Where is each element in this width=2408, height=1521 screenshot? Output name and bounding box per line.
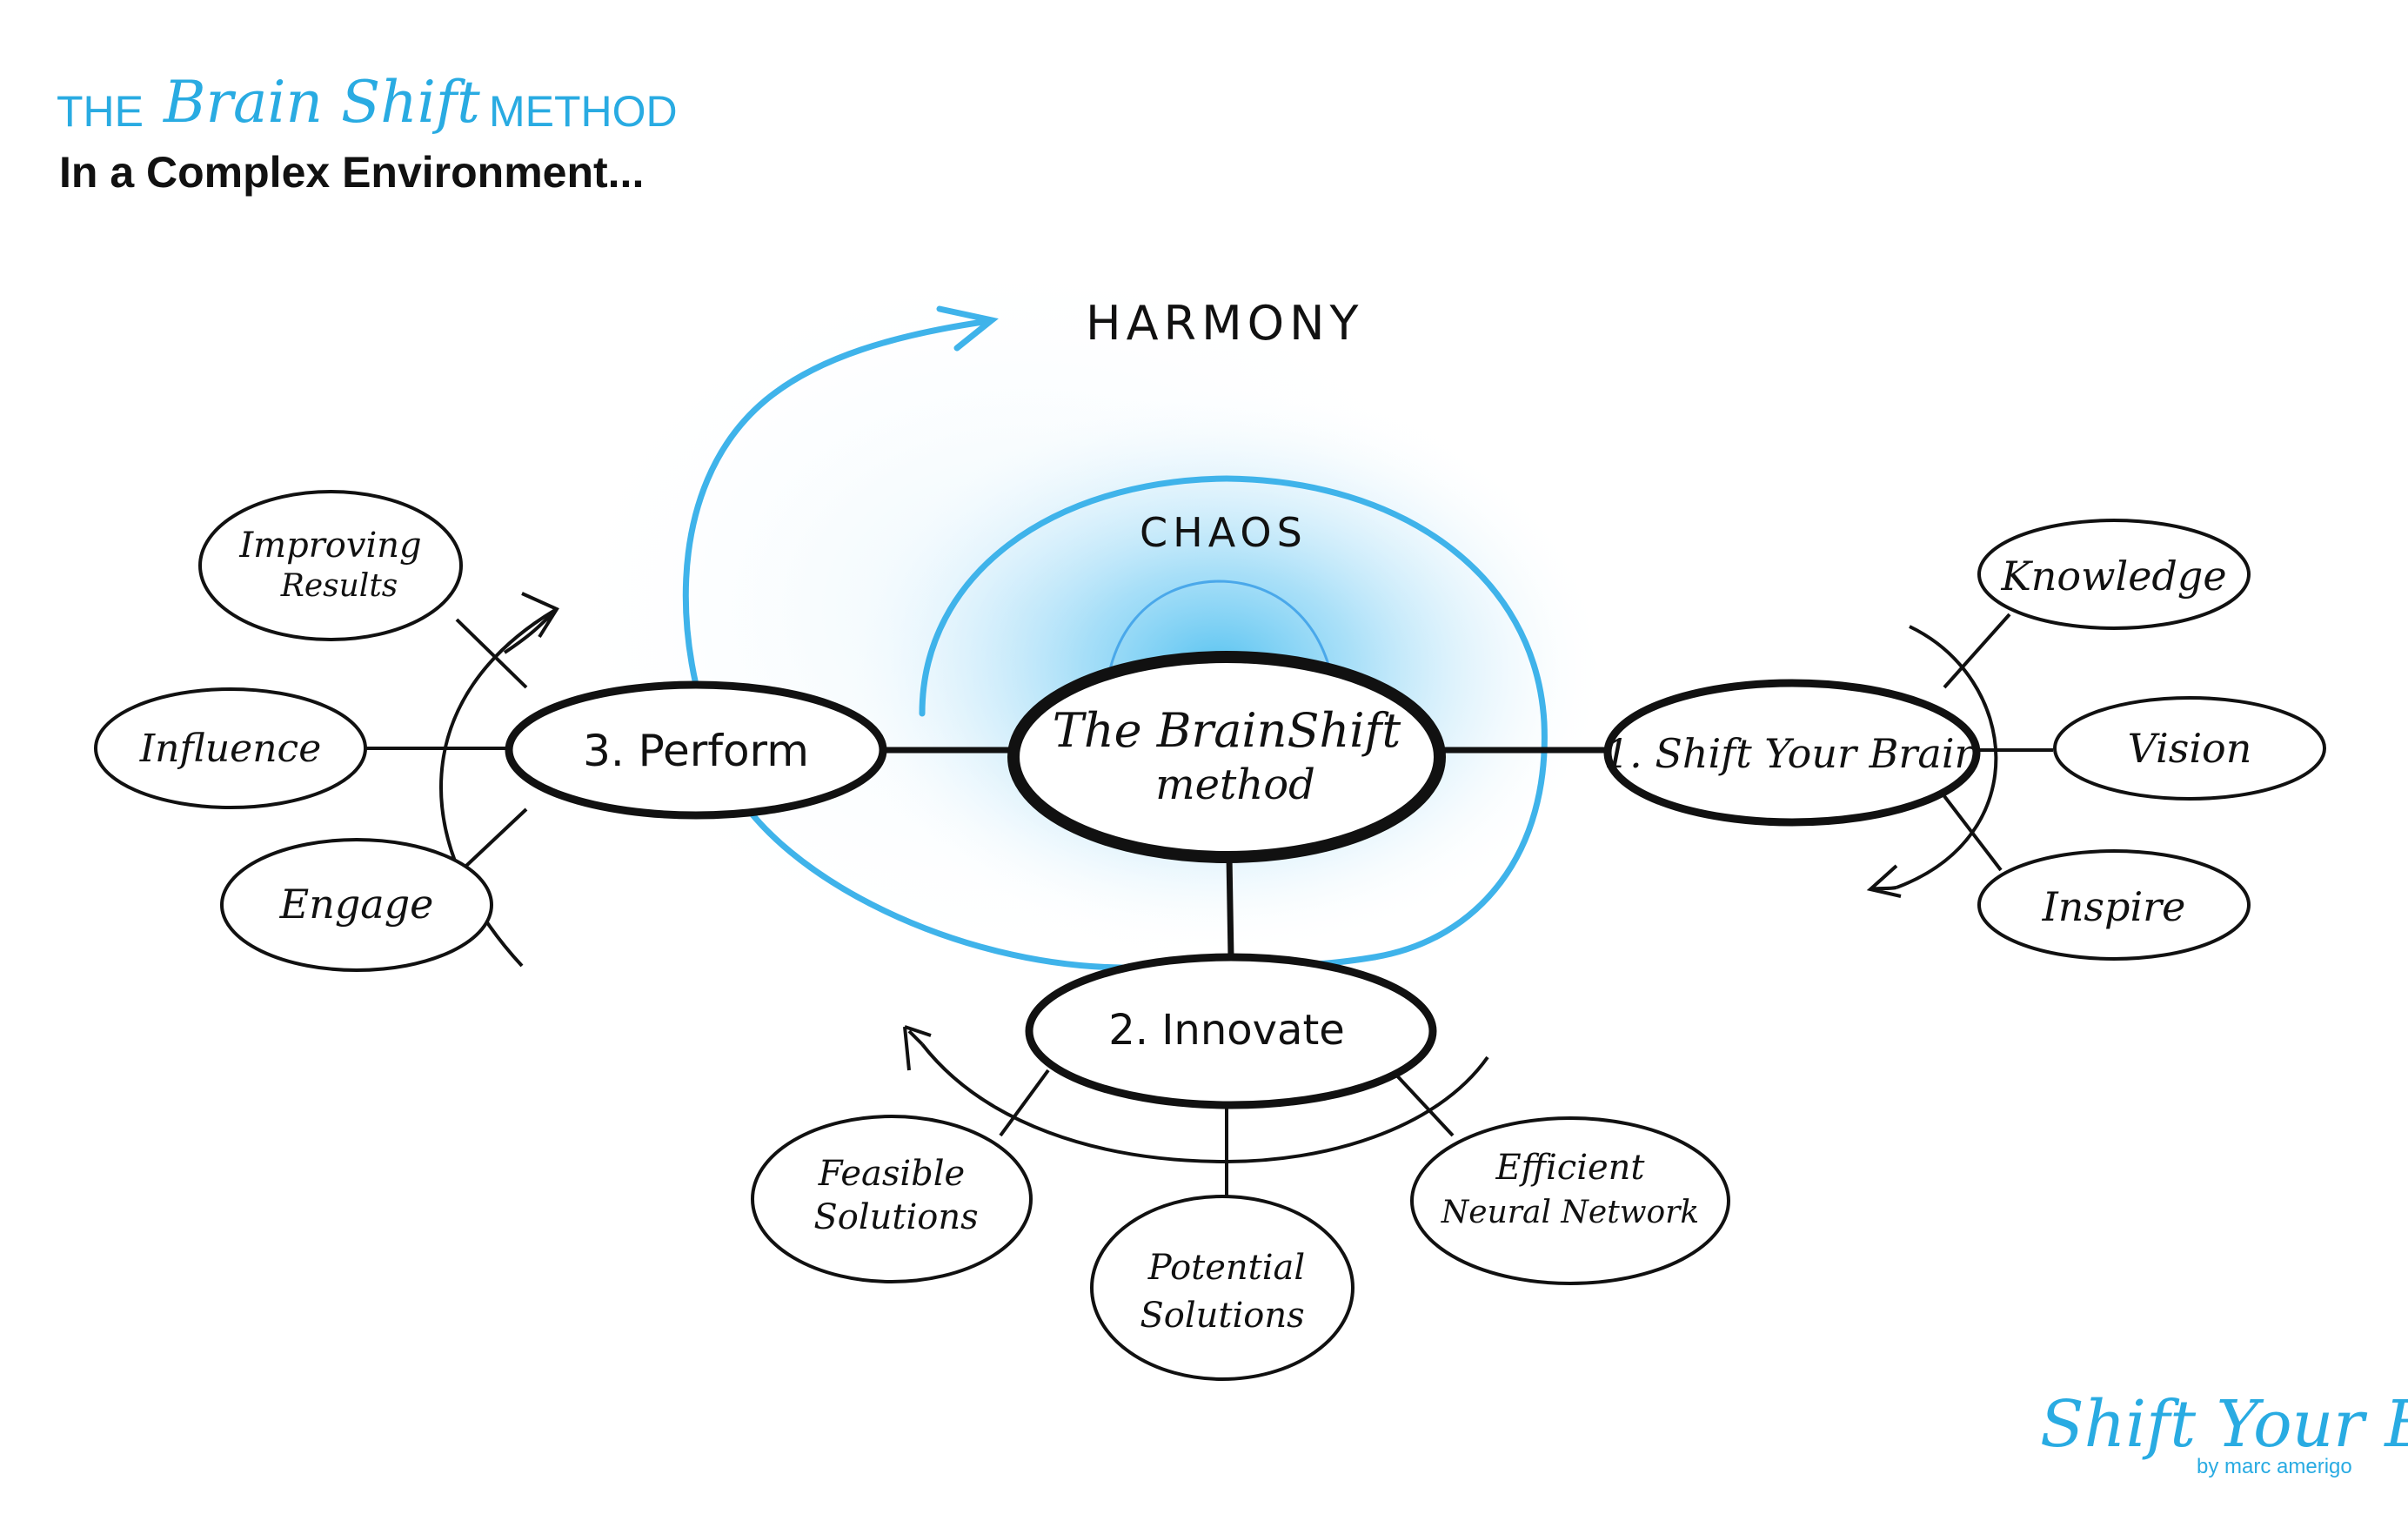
step-innovate[interactable]: 2. Innovate — [1025, 953, 1437, 1109]
step-shift-label: 1. Shift Your Brain — [1604, 730, 1980, 777]
link-innovate-efficient — [1390, 1069, 1455, 1137]
node-improving-line1: Improving — [238, 526, 421, 566]
node-potential-line1: Potential — [1147, 1248, 1305, 1288]
spiral-inner-ring — [1103, 580, 1337, 714]
link-center-innovate — [1226, 856, 1234, 958]
link-shift-inspire — [1943, 794, 2003, 872]
chaos-label: CHAOS — [1140, 509, 1308, 556]
node-feasible-line1: Feasible — [818, 1154, 965, 1194]
innovate-cluster: Feasible Solutions Potential Solutions E… — [751, 953, 1730, 1381]
node-engage[interactable]: Engage — [220, 838, 493, 972]
perform-cluster: Improving Results Influence Engage 3. Pe… — [94, 490, 887, 972]
harmony-label: HARMONY — [1086, 296, 1364, 351]
node-knowledge-label: Knowledge — [2000, 553, 2226, 600]
step-shift-your-brain[interactable]: 1. Shift Your Brain — [1603, 679, 1981, 827]
node-potential-solutions[interactable]: Potential Solutions — [1090, 1195, 1354, 1381]
node-efficient-line2: Neural Network — [1441, 1195, 1699, 1230]
center-node[interactable]: The BrainShift method — [1007, 651, 1446, 863]
node-influence-label: Influence — [139, 727, 321, 771]
node-efficient-neural-network[interactable]: Efficient Neural Network — [1410, 1116, 1730, 1285]
node-engage-label: Engage — [279, 881, 434, 928]
step-innovate-label: 2. Innovate — [1108, 1006, 1345, 1055]
node-improving-line2: Results — [280, 568, 398, 604]
shift-cluster: Knowledge Vision Inspire 1. Shift Your B… — [1603, 519, 2326, 961]
shift-your-brain-logo: Shift Your Brain by marc amerigo — [2040, 1387, 2408, 1478]
title-prefix: THE — [57, 87, 144, 136]
center-line1: The BrainShift — [1053, 703, 1401, 758]
node-inspire-label: Inspire — [2042, 883, 2186, 930]
shift-cycle-arc — [1896, 625, 1998, 889]
step-perform-label: 3. Perform — [583, 726, 809, 776]
innovate-arc-arrowhead — [903, 1025, 932, 1071]
node-vision-label: Vision — [2128, 725, 2252, 772]
node-potential-line2: Solutions — [1140, 1296, 1304, 1336]
spiral-middle-ring — [919, 475, 1548, 961]
link-shift-knowledge — [1943, 613, 2011, 689]
title-suffix: METHOD — [489, 87, 678, 136]
node-knowledge[interactable]: Knowledge — [1977, 519, 2251, 630]
node-feasible-line2: Solutions — [813, 1197, 978, 1237]
node-vision[interactable]: Vision — [2053, 696, 2326, 801]
node-influence[interactable]: Influence — [94, 687, 367, 809]
center-line2: method — [1155, 760, 1315, 809]
logo-byline: by marc amerigo — [2197, 1455, 2352, 1478]
link-innovate-feasible — [999, 1069, 1050, 1137]
node-improving-results[interactable]: Improving Results — [198, 490, 463, 641]
perform-arc-arrowhead — [503, 592, 559, 654]
logo-script: Shift Your Brain — [2040, 1387, 2408, 1462]
node-efficient-line1: Efficient — [1495, 1148, 1645, 1188]
step-perform[interactable]: 3. Perform — [505, 680, 887, 820]
page-subtitle: In a Complex Environment... — [59, 148, 644, 197]
spiral-arrowhead — [936, 305, 999, 352]
node-feasible-solutions[interactable]: Feasible Solutions — [751, 1115, 1033, 1283]
link-perform-improving — [455, 618, 528, 689]
shift-arc-arrowhead — [1866, 864, 1902, 898]
title-script: Brain Shift — [163, 69, 480, 136]
page-header: THE Brain Shift METHOD In a Complex Envi… — [57, 69, 678, 197]
node-inspire[interactable]: Inspire — [1977, 849, 2251, 961]
